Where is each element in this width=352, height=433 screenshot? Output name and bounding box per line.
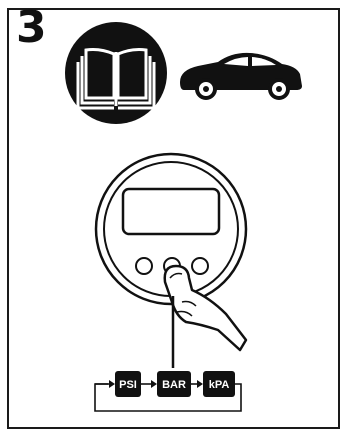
gauge-button-left[interactable] <box>136 258 152 274</box>
gauge-button-right[interactable] <box>192 258 208 274</box>
gauge-display <box>123 189 219 234</box>
unit-psi-label: PSI <box>119 379 137 391</box>
manual-book-icon <box>65 22 167 124</box>
unit-cycle-diagram: PSI BAR kPA <box>95 371 241 411</box>
unit-kpa-label: kPA <box>209 379 230 391</box>
unit-bar-label: BAR <box>162 379 186 391</box>
car-icon <box>180 53 302 98</box>
